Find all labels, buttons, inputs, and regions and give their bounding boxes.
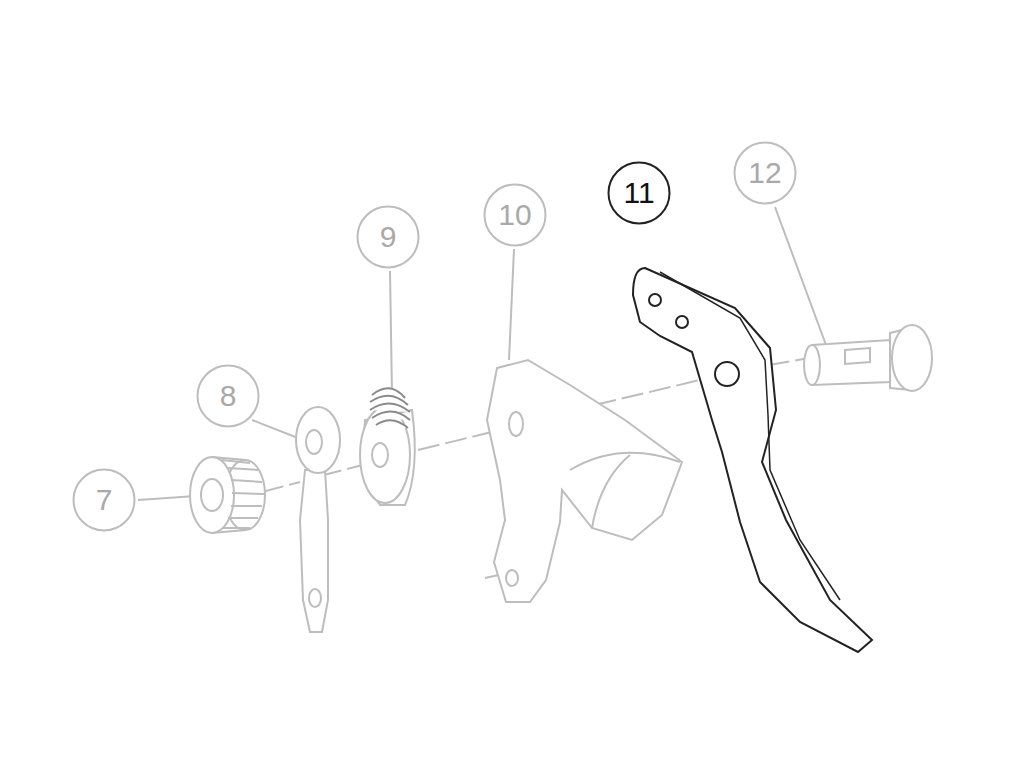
callout-circle-outline bbox=[198, 366, 259, 427]
callout-circle: 9 bbox=[356, 205, 420, 269]
callout-circle-outline bbox=[735, 143, 796, 204]
leader-line bbox=[390, 271, 392, 395]
callout-number: 10 bbox=[498, 200, 531, 230]
callout-circle: 10 bbox=[483, 183, 547, 247]
callout-number: 9 bbox=[380, 222, 397, 252]
callout-circle: 7 bbox=[72, 468, 136, 532]
callout-number: 11 bbox=[623, 178, 654, 208]
callout-circle-outline bbox=[74, 470, 135, 531]
callout-number: 8 bbox=[220, 381, 237, 411]
cutting-blade bbox=[487, 360, 682, 602]
lever-washer bbox=[296, 407, 340, 632]
callout-circle-outline bbox=[358, 207, 419, 268]
pivot-bolt bbox=[804, 325, 932, 391]
callout-circle: 12 bbox=[733, 141, 797, 205]
handle-lever bbox=[633, 268, 872, 652]
callout-circle-outline bbox=[485, 185, 546, 246]
knurled-nut bbox=[190, 457, 265, 533]
leader-line bbox=[509, 249, 514, 360]
leader-line bbox=[775, 207, 826, 345]
callout-circle-outline bbox=[609, 163, 670, 224]
callout-circle: 11 bbox=[607, 161, 671, 225]
callout-number: 12 bbox=[748, 158, 781, 188]
leader-line bbox=[138, 496, 196, 500]
callout-number: 7 bbox=[96, 485, 113, 515]
spring-washer bbox=[360, 388, 415, 505]
callout-circle: 8 bbox=[196, 364, 260, 428]
